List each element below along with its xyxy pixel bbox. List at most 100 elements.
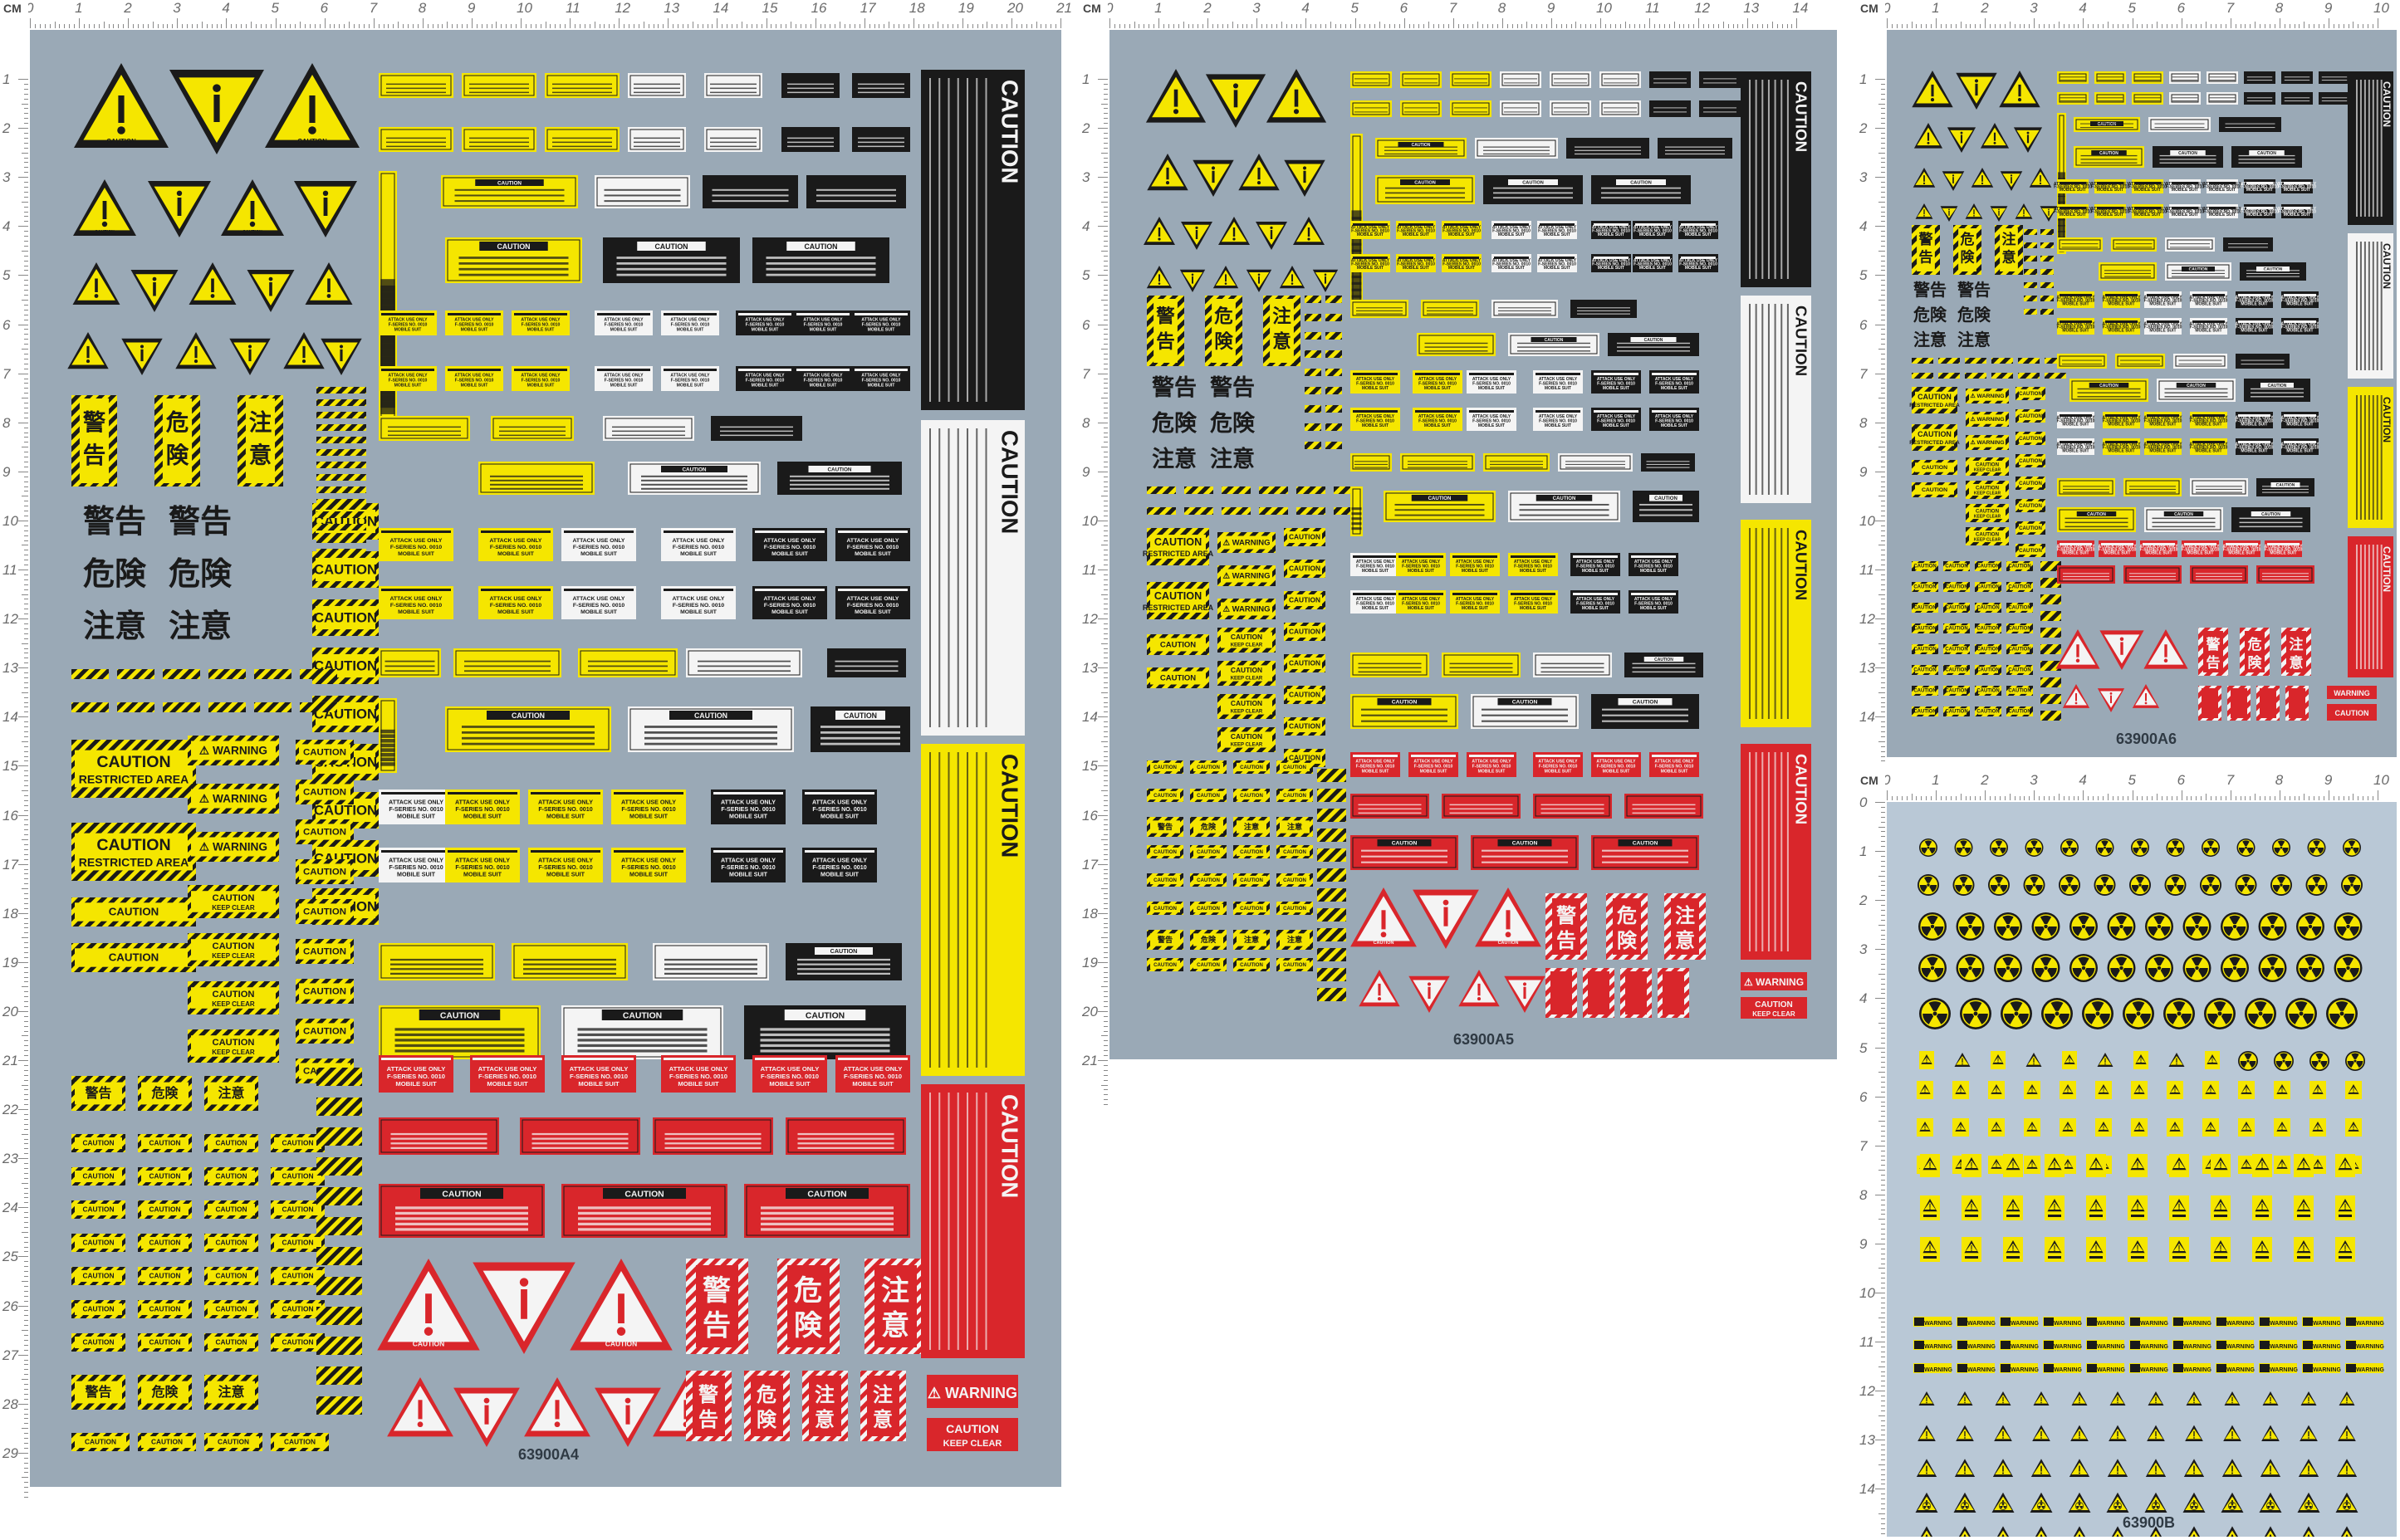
ruler-minor-tick	[1881, 285, 1885, 286]
radiation-icon	[2157, 924, 2162, 929]
ruler-tick-label: 9	[1859, 1235, 1868, 1252]
exclamation-icon	[1948, 208, 1950, 211]
ruler-minor-tick	[1881, 393, 1885, 394]
exclamation-icon	[1973, 214, 1975, 217]
ruler-minor-tick	[1101, 594, 1108, 595]
ruler-minor-tick	[24, 942, 28, 944]
attack-use-bar	[1353, 257, 1388, 259]
hazard-stripe-label	[316, 399, 366, 406]
exclamation-icon	[213, 84, 221, 92]
caution-label-border	[746, 1186, 909, 1236]
mobile-suit-text: MOBILE SUIT	[2149, 448, 2176, 453]
fine-print-line	[761, 1211, 894, 1215]
ruler-minor-tick	[1926, 24, 1927, 28]
mobile-suit-text: MOBILE SUIT	[1408, 606, 1434, 611]
hazard-stripe-label	[2040, 242, 2054, 248]
fine-print-line	[2172, 80, 2198, 81]
hazard-plate-title: CAUTION	[82, 1205, 114, 1214]
attack-use-label	[379, 586, 453, 619]
fine-print-line	[462, 742, 595, 746]
fine-print-line	[390, 1132, 487, 1136]
fine-print-line	[1780, 528, 1783, 719]
fine-print-line	[2154, 123, 2205, 125]
exclamation-icon	[1233, 90, 1238, 108]
fine-print-line	[1358, 667, 1422, 669]
kanji-character: 危	[2247, 636, 2262, 653]
ruler-minor-tick	[1134, 22, 1135, 28]
ruler-minor-tick	[2137, 24, 2138, 28]
caution-label-border	[1385, 492, 1494, 521]
ruler-tick	[18, 1109, 28, 1111]
hazard-plate-title: CAUTION	[1922, 465, 1947, 471]
ruler-minor-tick	[1104, 746, 1108, 747]
mobile-suit-text: MOBILE SUIT	[2209, 213, 2236, 218]
caution-title-bar	[1616, 179, 1666, 185]
hazard-plate-title: 危険	[1200, 822, 1217, 831]
attack-use-text: ATTACK USE ONLY	[1538, 760, 1578, 765]
series-text: F-SERIES NO. 0010	[673, 545, 725, 550]
ruler-minor-tick	[2103, 24, 2104, 28]
hazard-stripe-label	[300, 702, 337, 712]
warning-sign-text-line	[2339, 1256, 2352, 1259]
exclamation-icon	[2074, 693, 2078, 702]
fine-print-line	[462, 731, 595, 734]
kanji-plate-inner	[1613, 898, 1641, 955]
fine-print-line	[2063, 575, 2109, 578]
hazard-plate-inner	[1947, 584, 1967, 590]
ruler-minor-tick	[24, 843, 28, 845]
ruler-minor-tick	[2245, 796, 2246, 800]
fine-print-line	[712, 194, 789, 197]
hazard-plate-subtitle: KEEP CLEAR	[212, 952, 255, 960]
ruler-tick	[324, 18, 326, 28]
series-text: F-SERIES NO. 0010	[387, 1073, 445, 1080]
ruler-minor-tick	[1881, 711, 1885, 713]
ruler-tick	[1875, 716, 1885, 718]
caution-label-border	[1352, 488, 1361, 535]
fine-print-line	[386, 91, 446, 94]
hazard-stripe-label	[1965, 358, 1986, 364]
fine-print-line	[2097, 80, 2123, 81]
ruler-tick	[864, 18, 865, 28]
ruler-minor-tick	[923, 24, 924, 28]
kanji-decal: 注意	[1152, 446, 1197, 472]
mobile-suit-text: MOBILE SUIT	[1639, 266, 1666, 271]
hazard-plate-title: CAUTION	[2019, 436, 2042, 442]
ruler-minor-tick	[93, 24, 95, 28]
ruler-tick-label: 3	[2030, 772, 2038, 788]
ruler-minor-tick	[24, 1222, 28, 1224]
exclamation-icon	[2137, 1208, 2138, 1210]
mobile-suit-text: MOBILE SUIT	[1362, 569, 1389, 574]
ruler-minor-tick	[24, 1128, 28, 1130]
fine-print-line	[1427, 310, 1473, 312]
hazard-stripe-label	[2040, 628, 2061, 638]
hazard-plate-title: CAUTION	[1976, 667, 1999, 672]
ruler-minor-tick	[2157, 794, 2158, 800]
exclamation-icon	[1377, 997, 1382, 1001]
fine-print-line	[1404, 111, 1438, 113]
hazard-plate-title: CAUTION	[215, 1172, 247, 1181]
ruler-minor-tick	[1881, 260, 1885, 262]
ruler-minor-tick	[1104, 662, 1108, 664]
ruler-tick-label: 28	[2, 1396, 18, 1412]
hazard-stripe-label	[1317, 948, 1346, 961]
ruler-minor-tick	[1104, 540, 1108, 541]
hazard-plate-inner	[75, 1082, 122, 1105]
attack-use-bar	[481, 589, 551, 591]
attack-use-bar	[1444, 223, 1479, 226]
caution-label	[2244, 71, 2275, 84]
exclamation-icon	[86, 359, 91, 364]
mobile-suit-text: MOBILE SUIT	[2108, 301, 2134, 306]
attack-use-text: ATTACK USE ONLY	[621, 858, 676, 864]
exclamation-icon	[1477, 983, 1481, 996]
fine-print-line	[1749, 752, 1751, 951]
ruler-tick	[1936, 18, 1937, 28]
warning-sign-text-line	[2131, 1256, 2144, 1259]
caution-label	[1400, 71, 1442, 88]
ruler-minor-tick	[1881, 113, 1885, 115]
fine-print-line	[2376, 395, 2378, 520]
hazard-stripe-label	[2024, 269, 2037, 275]
fine-print-line	[2209, 97, 2236, 99]
